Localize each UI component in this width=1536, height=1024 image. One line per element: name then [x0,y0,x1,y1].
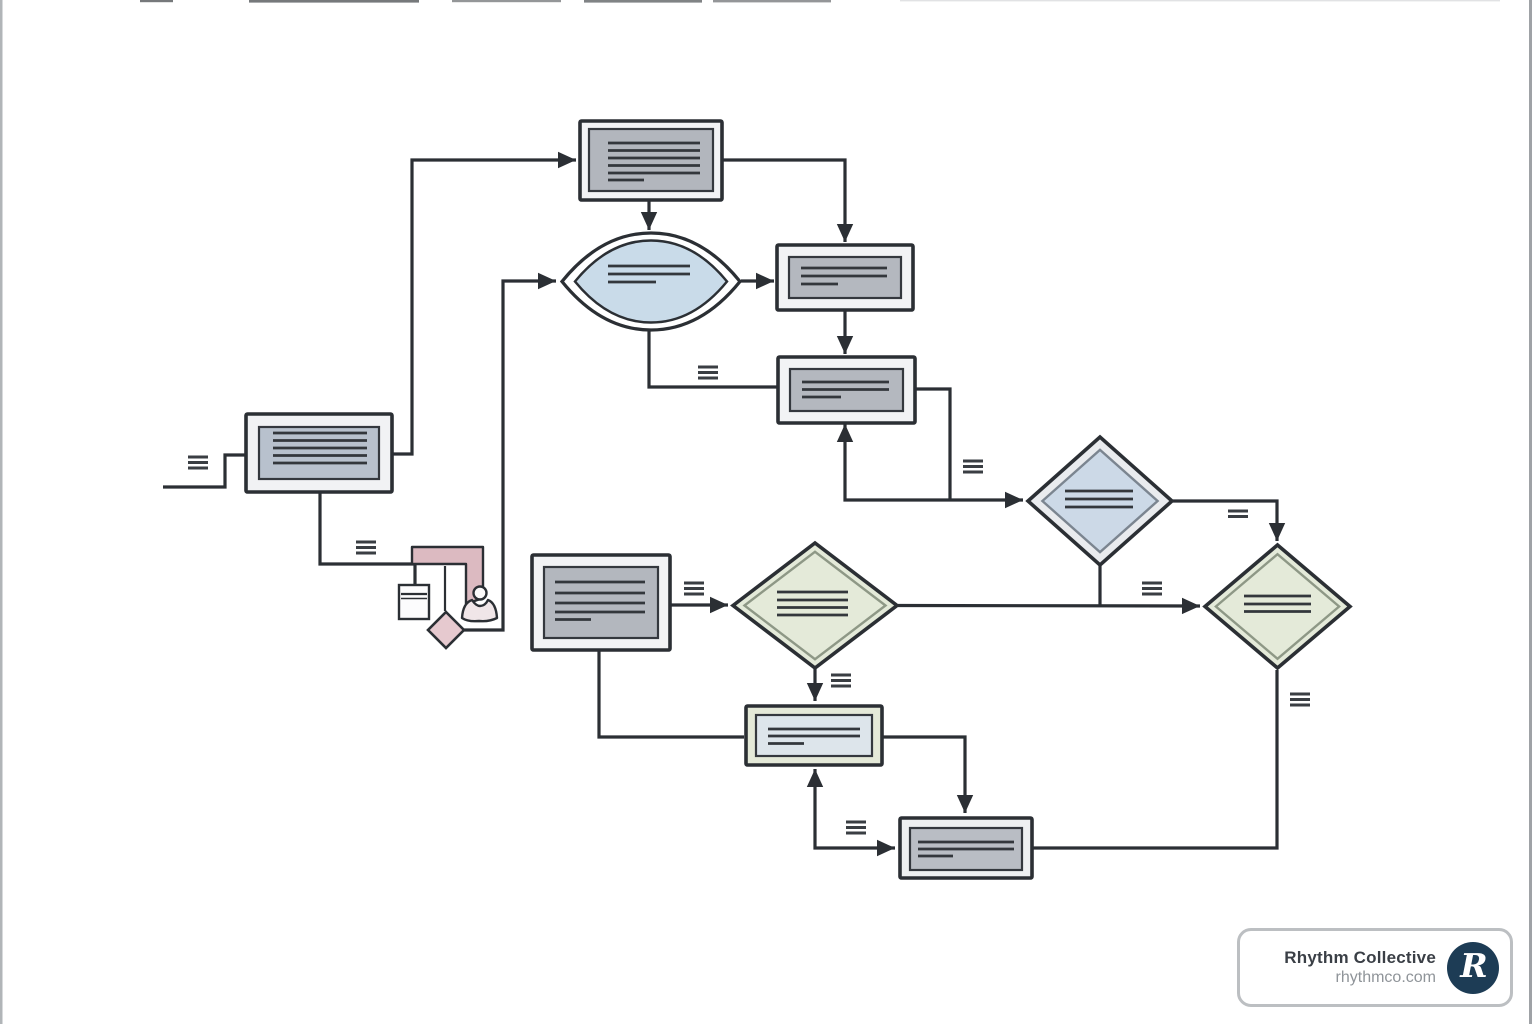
edge-green1-to-greenbox [806,669,824,701]
brand-name: Rhythm Collective [1284,947,1436,967]
edge-label-6 [1142,581,1162,596]
edge-label-2 [356,540,376,555]
brand-text-block: Rhythm Collective rhythmco.com [1284,948,1436,988]
edge-top-to-box1 [722,158,854,242]
edge-blue-to-green2-top [1173,499,1286,541]
decision-diamond-green-1 [730,540,900,671]
edge-label-5 [1228,509,1248,518]
person-icon [460,598,499,623]
decision-lens [559,231,743,332]
edge-label-3 [698,365,718,380]
edge-midbox-to-green1 [671,596,728,614]
top-process-box [578,119,724,202]
edge-loop-greenbox-bottombox [806,769,895,857]
edge-label-8 [831,673,851,688]
small-diamond-icon [426,610,466,650]
note-icon [397,583,431,621]
mid-process-box [530,553,672,652]
edge-diamond-icon-to-lens [464,272,556,632]
edge-lens-to-box1 [741,272,774,290]
brand-logo-letter: R [1460,946,1488,985]
process-box-1 [775,243,915,312]
edge-lens-to-box2 [647,327,779,389]
edge-start-to-icons [318,493,417,584]
brand-logo: R [1447,941,1499,994]
edge-start-in [163,453,248,489]
edge-label-10 [1290,692,1310,707]
decision-diamond-green-2 [1202,542,1353,671]
edge-label-1 [188,455,208,470]
bottom-process-box [898,816,1034,880]
edge-loop-to-blue-diamond [836,424,1023,509]
edge-label-7 [684,581,704,596]
decision-diamond-blue [1025,434,1175,568]
brand-badge: Rhythm Collective rhythmco.com R [1237,928,1513,1007]
subprocess-box-green [744,704,884,767]
edge-box2-right-down [916,387,952,500]
edge-box1-to-box2 [836,311,854,354]
edge-midbox-to-greenbox [597,651,744,739]
edge-label-9 [846,820,866,835]
person-head-icon [472,585,488,601]
edge-top-to-lens [640,201,658,230]
process-box-2 [776,355,917,425]
edge-green1-to-green2 [897,597,1201,615]
edge-greenbox-to-bottombox [883,735,974,813]
start-box [244,412,394,494]
edge-label-4 [963,459,983,474]
brand-url: rhythmco.com [1335,969,1436,987]
edge-start-to-top [392,151,576,456]
edge-bottombox-to-green2 [1033,670,1279,850]
